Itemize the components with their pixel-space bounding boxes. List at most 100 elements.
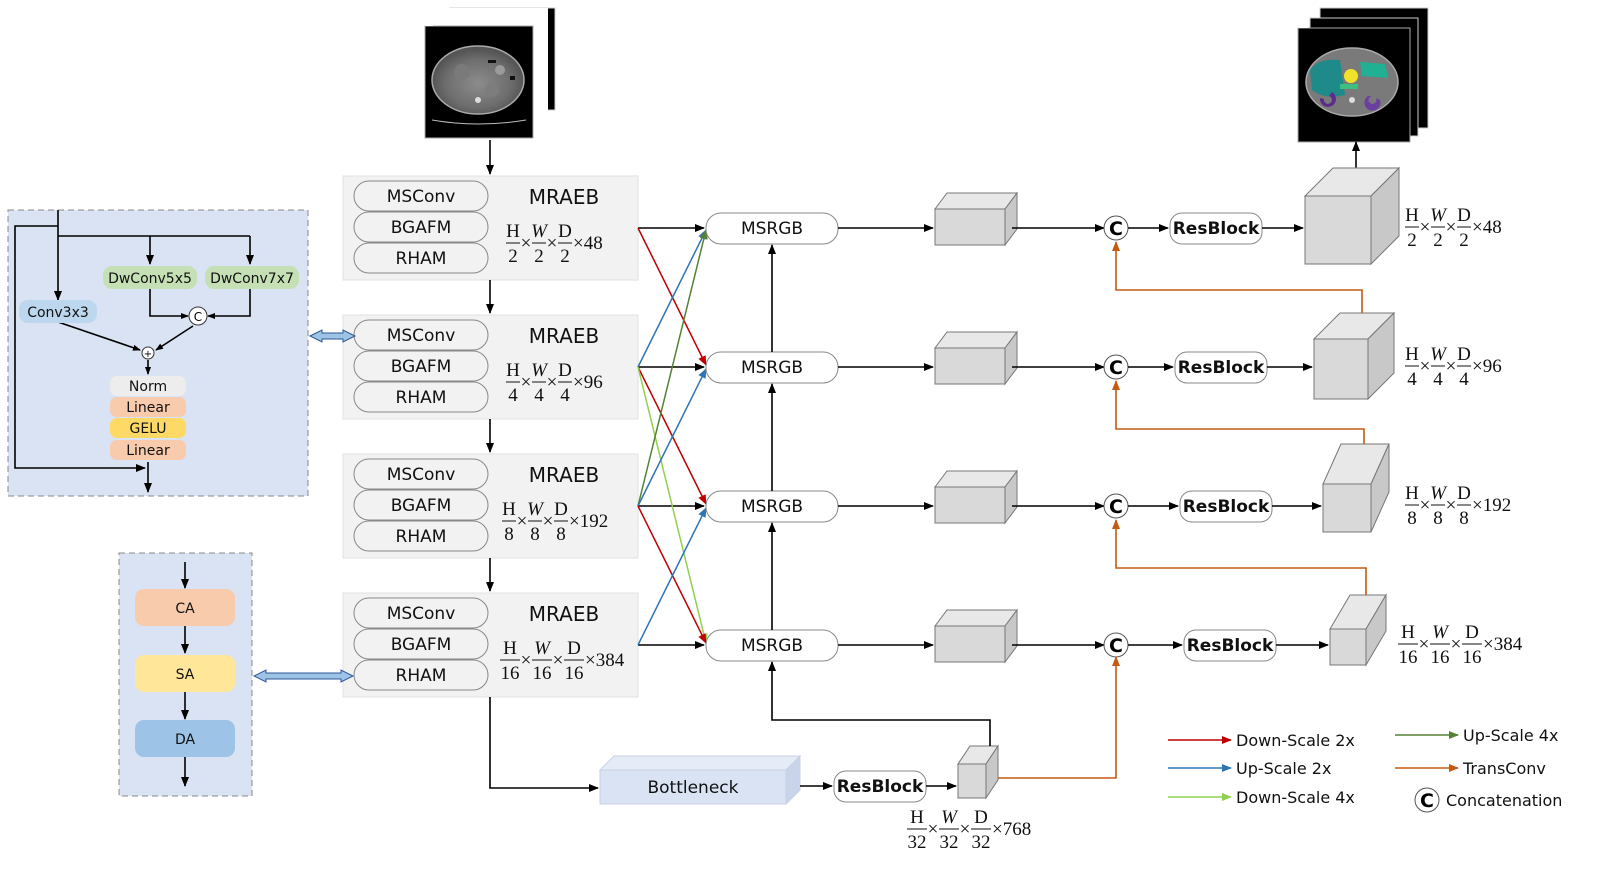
times-symbol: × — [1419, 634, 1430, 655]
concat-node: C — [1103, 215, 1129, 241]
resblock-label: ResBlock — [1183, 497, 1270, 517]
decoder-resblock-2: ResBlock — [1174, 351, 1268, 384]
dim-channels: ×768 — [992, 819, 1031, 840]
module-label: RHAM — [396, 527, 447, 547]
dim-numerator: D — [558, 221, 572, 242]
dim-denominator: 16 — [1431, 647, 1450, 668]
msconv-module: MSConv — [353, 597, 489, 629]
msrgb-block-2: MSRGB — [705, 351, 839, 384]
mraeb-title: MRAEB — [529, 185, 599, 209]
module-label: MSConv — [387, 187, 456, 207]
dim-denominator: 8 — [1407, 508, 1417, 529]
times-symbol: × — [960, 819, 971, 840]
dim-numerator: H — [1401, 622, 1415, 643]
svg-text:DwConv5x5: DwConv5x5 — [108, 271, 192, 287]
decoder-resblock-4: ResBlock — [1183, 629, 1277, 662]
rham-link-double-arrow — [252, 669, 355, 683]
rham-module: RHAM — [353, 381, 489, 413]
dim-denominator: 8 — [504, 524, 514, 545]
legend-item: Down-Scale 2x — [1168, 731, 1355, 750]
dim-numerator: H — [910, 807, 924, 828]
linear-node-1: Linear — [110, 397, 186, 417]
dim-numerator: D — [1457, 344, 1471, 365]
dim-channels: ×192 — [569, 511, 608, 532]
dim-numerator: D — [567, 638, 581, 659]
svg-text:GELU: GELU — [129, 421, 166, 437]
concat-symbol: C — [1420, 790, 1434, 812]
da-node: DA — [135, 720, 235, 757]
svg-text:+: + — [144, 349, 152, 360]
dim-numerator: D — [1465, 622, 1479, 643]
msrgb-label: MSRGB — [741, 219, 803, 239]
concat-node: C — [188, 306, 208, 326]
dwconv5x5-node: DwConv5x5 — [103, 266, 197, 289]
legend-label: TransConv — [1462, 759, 1546, 778]
dim-denominator: 16 — [1399, 647, 1418, 668]
add-node: + — [141, 346, 155, 360]
resblock-label: ResBlock — [1178, 358, 1265, 378]
resblock-label: ResBlock — [1187, 636, 1274, 656]
dim-denominator: 4 — [1459, 369, 1469, 390]
feature-cube — [934, 330, 1018, 386]
svg-text:Conv3x3: Conv3x3 — [27, 305, 89, 321]
decoder-cube-4 — [1329, 593, 1387, 667]
dim-denominator: 2 — [560, 246, 570, 267]
legend-item: Up-Scale 4x — [1395, 726, 1558, 745]
decoder-dims: H8×W8×D8×192 — [1405, 483, 1511, 529]
module-label: BGAFM — [391, 496, 452, 516]
module-label: MSConv — [387, 604, 456, 624]
encoder-dims: H4×W4×D4×96 — [506, 360, 603, 406]
dim-numerator: H — [506, 221, 520, 242]
module-label: RHAM — [396, 249, 447, 269]
dim-denominator: 16 — [565, 663, 584, 684]
dim-denominator: 32 — [940, 832, 959, 853]
dim-denominator: 4 — [534, 385, 544, 406]
legend-item: Up-Scale 2x — [1168, 759, 1331, 778]
bottleneck-cube — [957, 744, 999, 800]
concat-node: C — [1103, 354, 1129, 380]
dim-denominator: 2 — [1407, 230, 1417, 251]
svg-text:Bottleneck: Bottleneck — [647, 778, 738, 798]
down-scale-2x-arrow — [637, 505, 707, 644]
times-symbol: × — [1446, 217, 1457, 238]
concat-node: C — [1103, 632, 1129, 658]
dim-numerator: D — [974, 807, 988, 828]
module-label: MSConv — [387, 326, 456, 346]
dim-denominator: 4 — [508, 385, 518, 406]
module-label: BGAFM — [391, 357, 452, 377]
dim-denominator: 32 — [972, 832, 991, 853]
bgafm-module: BGAFM — [353, 211, 489, 243]
module-label: BGAFM — [391, 218, 452, 238]
up-scale-2x-arrow — [637, 229, 707, 368]
feature-cube — [934, 469, 1018, 525]
times-symbol: × — [1420, 217, 1431, 238]
dim-numerator: W — [534, 638, 552, 659]
dim-denominator: 2 — [1459, 230, 1469, 251]
module-label: MSConv — [387, 465, 456, 485]
dim-numerator: D — [558, 360, 572, 381]
msconv-module: MSConv — [353, 458, 489, 490]
svg-text:C: C — [194, 310, 202, 324]
transconv-arrow — [1112, 519, 1367, 595]
output-seg-stack — [1297, 7, 1429, 143]
times-symbol: × — [1446, 356, 1457, 377]
bottleneck-transconv-arrow — [998, 656, 1120, 779]
rham-module: RHAM — [353, 520, 489, 552]
dim-numerator: H — [1405, 205, 1419, 226]
feature-cube — [934, 191, 1018, 247]
decoder-resblock-1: ResBlock — [1169, 212, 1263, 245]
legend-item: TransConv — [1395, 759, 1546, 778]
legend-label: Concatenation — [1446, 791, 1562, 810]
msrgb-label: MSRGB — [741, 358, 803, 378]
svg-text:Linear: Linear — [126, 443, 170, 459]
mraeb-title: MRAEB — [529, 602, 599, 626]
bgafm-module: BGAFM — [353, 489, 489, 521]
up-scale-4x-arrow — [637, 229, 708, 507]
up-scale-2x-arrow — [637, 368, 707, 507]
conv3x3-node: Conv3x3 — [19, 300, 97, 323]
dim-denominator: 8 — [1459, 508, 1469, 529]
decoder-resblock-3: ResBlock — [1179, 490, 1273, 523]
encoder-dims: H8×W8×D8×192 — [502, 499, 608, 545]
